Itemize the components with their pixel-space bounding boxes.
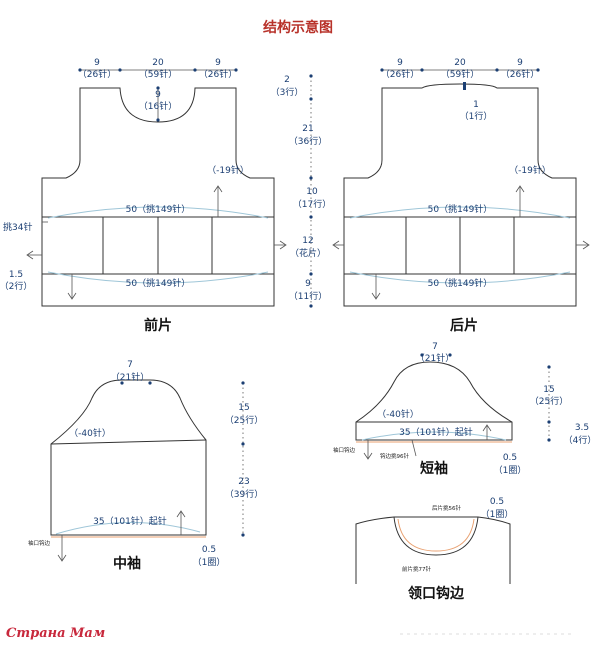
front-pick-side: 挑34针 [3,221,32,233]
back-pick-bottom: 50（挑149针） [428,277,493,289]
back-top-right-st: （26针） [501,68,539,80]
back-pick-top: 50（挑149针） [428,203,493,215]
back-neck-depth-cm: 1 [473,100,479,110]
short-sleeve-cap-cm: 15 [543,385,554,395]
mid-sleeve-cast-on: 35（101针）起针 [93,515,167,527]
neck-edge-cm: 0.5 [490,497,504,507]
diagram-title: 结构示意图 [263,19,333,36]
back-top-left-st: （26针） [381,68,419,80]
mid-sleeve-edge-rows: （1圈） [193,557,226,568]
front-piece: 9 （26针） 20 （59针） 9 （26针） 9 （16针） （-19针） … [0,58,287,334]
vertical-measurements: 2 （3行） 21 （36行） 10 （17行） 12 （花片） 9 （11行） [271,74,331,310]
vertical-3-cm: 10 [306,187,318,197]
vertical-2-cm: 21 [302,124,313,134]
back-top-mid-st: （59针） [441,68,479,80]
mid-sleeve-cap-rows: （25行） [225,414,263,426]
vertical-4-cm: 12 [302,236,313,246]
mid-sleeve-decrease: （-40针） [69,427,111,439]
front-top-left-st: （26针） [78,68,116,80]
short-sleeve-cuff-note: 袖口钩边 [333,446,356,454]
short-sleeve-decrease: （-40针） [377,408,419,420]
short-sleeve-top-cm: 7 [432,342,438,352]
watermark: Страна Мам [6,626,105,641]
vertical-5-cm: 9 [305,279,311,289]
vertical-2-rows: （36行） [289,135,327,147]
vertical-5-rows: （11行） [289,290,327,302]
front-neck-depth-cm: 9 [155,90,161,100]
short-sleeve-top-st: （21针） [416,352,454,364]
front-edge-rows: （2行） [0,280,32,292]
back-decrease: （-19针） [509,164,551,176]
back-piece: 9 （26针） 20 （59针） 9 （26针） 1 （1行） （-19针） 5… [332,58,590,334]
vertical-4-rows: （花片） [290,247,326,259]
mid-sleeve-edge-cm: 0.5 [202,545,216,555]
short-sleeve-label: 短袖 [420,460,448,477]
mid-sleeve-body-cm: 23 [238,477,249,487]
short-sleeve-edge-cm: 0.5 [503,453,517,463]
front-decrease: （-19针） [207,164,249,176]
neck-edge-label: 领口钩边 [408,585,465,602]
vertical-3-rows: （17行） [293,198,331,210]
mid-sleeve-body-rows: （39行） [225,488,263,500]
mid-sleeve-cap-cm: 15 [238,403,249,413]
vertical-1-cm: 2 [284,75,290,85]
front-pick-bottom: 50（挑149针） [126,277,191,289]
short-sleeve-body-cm: 3.5 [575,423,589,433]
mid-sleeve-cuff-note: 袖口钩边 [28,539,51,547]
back-top-right-cm: 9 [517,58,523,68]
front-top-right-cm: 9 [215,58,221,68]
front-pick-top: 50（挑149针） [126,203,191,215]
mid-sleeve-label: 中袖 [113,555,141,572]
front-top-right-st: （26针） [199,68,237,80]
back-neck-depth-rows: （1行） [460,110,493,122]
short-sleeve-cast-on: 35（101针）起针 [399,426,473,438]
neck-back-note: 后片挑56针 [432,504,461,512]
front-edge-cm: 1.5 [9,270,23,280]
short-sleeve-pick-note: 钩边挑96针 [380,452,409,460]
front-top-mid-st: （59针） [139,68,177,80]
short-sleeve-body-rows: （4行） [564,434,597,446]
back-top-left-cm: 9 [397,58,403,68]
front-top-mid-cm: 20 [152,58,164,68]
front-top-left-cm: 9 [94,58,100,68]
vertical-1-rows: （3行） [271,86,304,98]
mid-sleeve-top-cm: 7 [127,360,133,370]
neck-front-note: 前片挑77针 [402,565,431,573]
back-top-mid-cm: 20 [454,58,466,68]
back-label: 后片 [450,317,478,334]
mid-sleeve: 7 （21针） （-40针） 15 （25行） 23 （39行） 35（101针… [28,360,263,572]
mid-sleeve-top-st: （21针） [111,371,149,383]
neck-edge: 后片挑56针 前片挑77针 0.5 （1圈） 领口钩边 [355,497,514,602]
front-label: 前片 [144,317,172,334]
neck-edge-rows: （1圈） [481,509,514,520]
short-sleeve: 7 （21针） 15 （25行） 3.5 （4行） （-40针） 35（101针… [333,342,596,477]
short-sleeve-cap-rows: （25行） [530,395,568,407]
short-sleeve-edge-rows: （1圈） [494,465,527,476]
front-neck-depth-st: （16针） [139,100,177,112]
